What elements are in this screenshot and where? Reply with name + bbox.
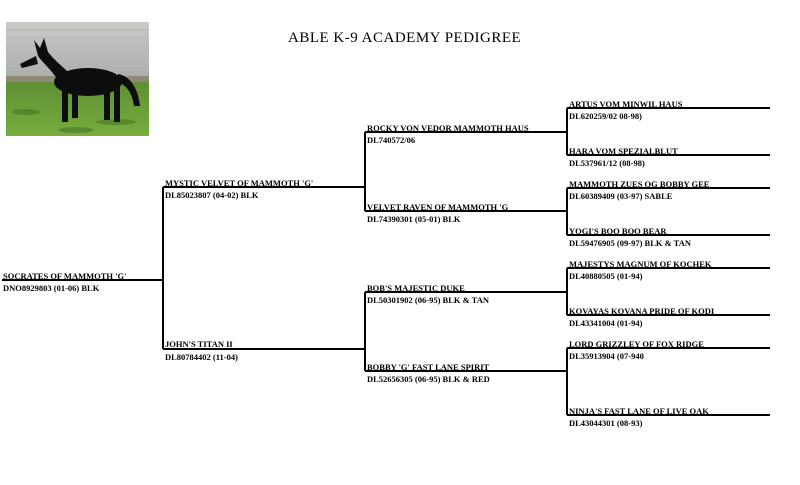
dam-dam-name: BOBBY 'G' FAST LANE SPIRIT: [367, 362, 490, 372]
gen3-registration: DL537961/12 (08-98): [569, 158, 645, 168]
dog-photo: [6, 22, 149, 136]
subject-name: SOCRATES OF MAMMOTH 'G': [3, 271, 127, 281]
dam-registration: DL80784402 (11-04): [165, 352, 238, 362]
sire-dam-name: VELVET RAVEN OF MAMMOTH 'G: [367, 202, 509, 212]
gen3-name: HARA VOM SPEZIALBLUT: [569, 146, 678, 156]
dam-name: JOHN'S TITAN II: [165, 339, 233, 349]
sire-dam-registration: DL74390301 (05-01) BLK: [367, 214, 461, 224]
gen3-registration: DL35913904 (07-940: [569, 351, 644, 361]
gen3-name: NINJA'S FAST LANE OF LIVE OAK: [569, 406, 709, 416]
gen3-registration: DL43044301 (08-93): [569, 418, 643, 428]
gen3-registration: DL43341004 (01-94): [569, 318, 643, 328]
gen3-registration: DL620259/02 08-98): [569, 111, 642, 121]
gen3-name: LORD GRIZZLEY OF FOX RIDGE: [569, 339, 704, 349]
gen3-registration: DL59476905 (09-97) BLK & TAN: [569, 238, 691, 248]
gen3-name: KOVAYAS KOVANA PRIDE OF KODI: [569, 306, 715, 316]
sire-registration: DL85023807 (04-02) BLK: [165, 190, 259, 200]
gen3-name: MAMMOTH ZUES OG BOBBY GEE: [569, 179, 710, 189]
dam-sire-registration: DL50301902 (06-95) BLK & TAN: [367, 295, 489, 305]
subject-registration: DNO8929803 (01-06) BLK: [3, 283, 100, 293]
sire-name: MYSTIC VELVET OF MAMMOTH 'G': [165, 178, 314, 188]
gen3-name: ARTUS VOM MINWIL HAUS: [569, 99, 683, 109]
gen3-name: MAJESTYS MAGNUM OF KOCHEK: [569, 259, 712, 269]
sire-sire-name: ROCKY VON VEDOR MAMMOTH HAUS: [367, 123, 529, 133]
dog-photo-image: [6, 22, 149, 136]
sire-sire-registration: DL740572/06: [367, 135, 416, 145]
page-title: ABLE K-9 ACADEMY PEDIGREE: [288, 30, 522, 46]
gen3-registration: DL40880505 (01-94): [569, 271, 643, 281]
dam-sire-name: BOB'S MAJESTIC DUKE: [367, 283, 465, 293]
dam-dam-registration: DL52656305 (06-95) BLK & RED: [367, 374, 490, 384]
gen3-registration: DL60389409 (03-97) SABLE: [569, 191, 673, 201]
gen3-name: YOGI'S BOO BOO BEAR: [569, 226, 667, 236]
